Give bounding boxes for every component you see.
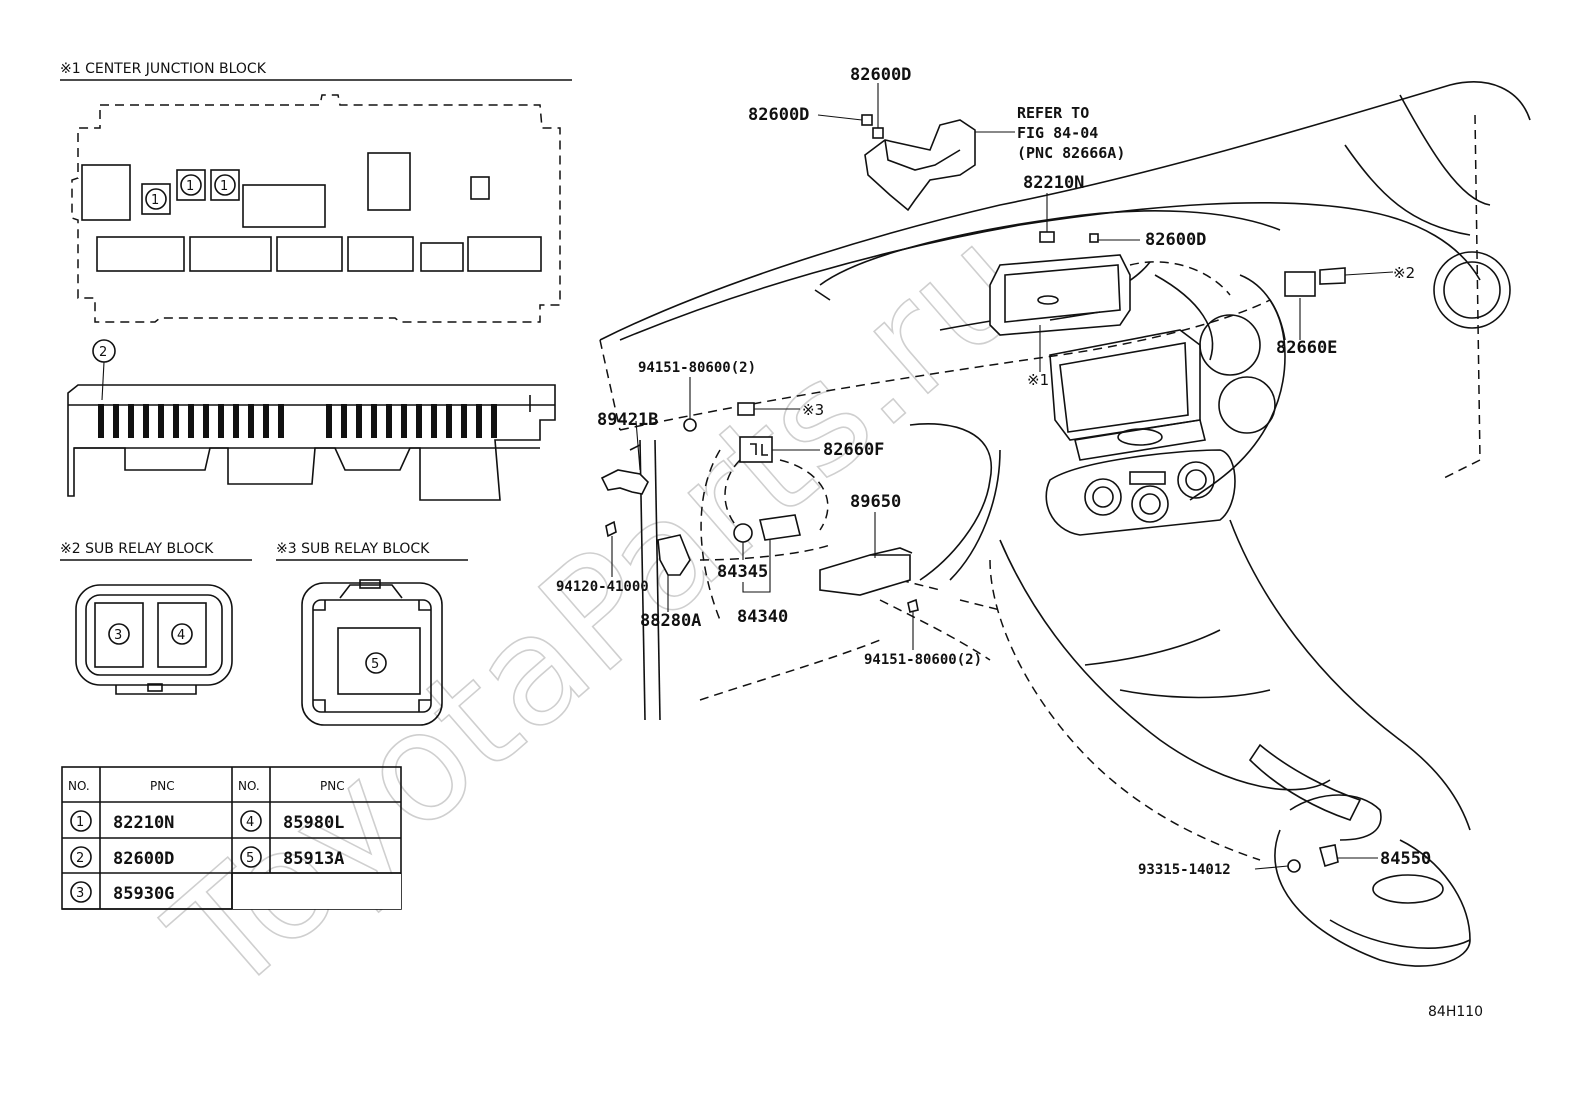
table-row-2-pnc: 82600D (113, 849, 174, 869)
callout-82660E: 82660E (1276, 338, 1337, 358)
ref-mark-3: ※3 (802, 401, 824, 419)
table-row-2-pnc2: 85913A (283, 849, 344, 869)
table-row-2-no: 2 (76, 851, 84, 866)
table-header-no: NO. (68, 779, 90, 793)
leader-lines (611, 83, 1394, 870)
center-junction-block-title: ※1 CENTER JUNCTION BLOCK (60, 61, 267, 77)
dashboard-drawing (599, 81, 1531, 967)
callout-94151-top: 94151-80600(2) (638, 360, 756, 376)
callout-94151-bottom: 94151-80600(2) (864, 652, 982, 668)
table-row-3-no: 3 (76, 886, 84, 901)
callout-93315: 93315-14012 (1138, 862, 1231, 878)
refer-note-line1: REFER TO (1017, 104, 1089, 122)
marker-1b: 1 (186, 179, 194, 194)
table-row-1-pnc2: 85980L (283, 813, 344, 833)
callouts: 82600D 82600D REFER TO FIG 84-04 (PNC 82… (556, 65, 1483, 1020)
table-header-pnc: PNC (150, 779, 175, 793)
refer-note-line2: FIG 84-04 (1017, 124, 1098, 142)
terminal-row (98, 404, 497, 438)
callout-94120: 94120-41000 (556, 579, 649, 595)
sub-relay-block-3-inset: ※3 SUB RELAY BLOCK 5 (276, 541, 468, 726)
callout-82210N: 82210N (1023, 173, 1084, 193)
ref-mark-2: ※2 (1393, 264, 1415, 282)
marker-3: 3 (114, 628, 122, 643)
marker-5: 5 (371, 657, 379, 672)
refer-note-line3: (PNC 82666A) (1017, 144, 1125, 162)
marker-1c: 1 (220, 179, 228, 194)
table-row-3-pnc: 85930G (113, 884, 174, 904)
marker-4: 4 (177, 628, 185, 643)
callout-88280A: 88280A (640, 611, 701, 631)
marker-1a: 1 (151, 193, 159, 208)
callout-82600D-top: 82600D (850, 65, 911, 85)
callout-84550: 84550 (1380, 849, 1431, 869)
table-row-1-no: 1 (76, 815, 84, 830)
sub-relay-block-2-title: ※2 SUB RELAY BLOCK (60, 541, 214, 557)
junction-block-side-view: 2 (67, 339, 556, 501)
parts (600, 114, 1346, 873)
marker-2: 2 (99, 345, 107, 360)
table-row-1-pnc: 82210N (113, 813, 174, 833)
figure-id: 84H110 (1428, 1004, 1483, 1020)
callout-82600D-right: 82600D (1145, 230, 1206, 250)
sub-relay-block-2-inset: ※2 SUB RELAY BLOCK 3 4 (60, 541, 252, 695)
table-header-no-2: NO. (238, 779, 260, 793)
table-row-2-no2: 5 (246, 851, 254, 866)
sub-relay-block-3-title: ※3 SUB RELAY BLOCK (276, 541, 430, 557)
callout-84345: 84345 (717, 562, 768, 582)
table-header-pnc-2: PNC (320, 779, 345, 793)
parts-table: NO. PNC NO. PNC 1 82210N 4 85980L 2 8260… (61, 766, 402, 910)
table-row-1-no2: 4 (246, 815, 254, 830)
callout-84340: 84340 (737, 607, 788, 627)
center-junction-block-inset: ※1 CENTER JUNCTION BLOCK 1 1 1 (60, 61, 572, 323)
callout-89650: 89650 (850, 492, 901, 512)
ref-mark-1: ※1 (1027, 371, 1049, 389)
callout-89421B: 89421B (597, 410, 658, 430)
callout-82600D-left: 82600D (748, 105, 809, 125)
callout-82660F: 82660F (823, 440, 884, 460)
